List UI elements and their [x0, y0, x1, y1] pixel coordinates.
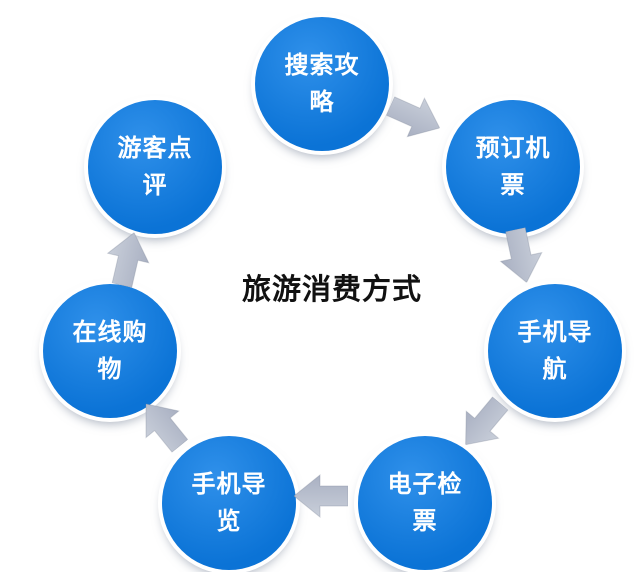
flow-arrow-icon [100, 228, 155, 291]
flow-arrow-icon [294, 474, 348, 518]
diagram-title: 旅游消费方式 [241, 272, 423, 306]
node-label: 预订机票 [475, 134, 551, 199]
flow-arrow-icon [449, 389, 517, 459]
node-search-guides: 搜索攻略 [255, 17, 389, 151]
node-label: 电子检票 [387, 470, 463, 535]
node-e-ticket-check: 电子检票 [358, 436, 492, 570]
node-label: 在线购物 [72, 318, 148, 383]
node-mobile-navigation: 手机导航 [488, 284, 622, 418]
node-label: 游客点评 [117, 134, 193, 199]
node-label: 手机导览 [191, 470, 267, 535]
flow-arrow-icon [381, 86, 448, 148]
flow-arrow-icon [494, 225, 548, 287]
node-online-shopping: 在线购物 [43, 284, 177, 418]
node-tourist-reviews: 游客点评 [88, 100, 222, 234]
node-label: 搜索攻略 [284, 51, 360, 116]
node-book-flight-tickets: 预订机票 [446, 100, 580, 234]
flow-arrow-icon [129, 390, 197, 460]
node-label: 手机导航 [517, 318, 593, 383]
node-mobile-guide: 手机导览 [162, 436, 296, 570]
